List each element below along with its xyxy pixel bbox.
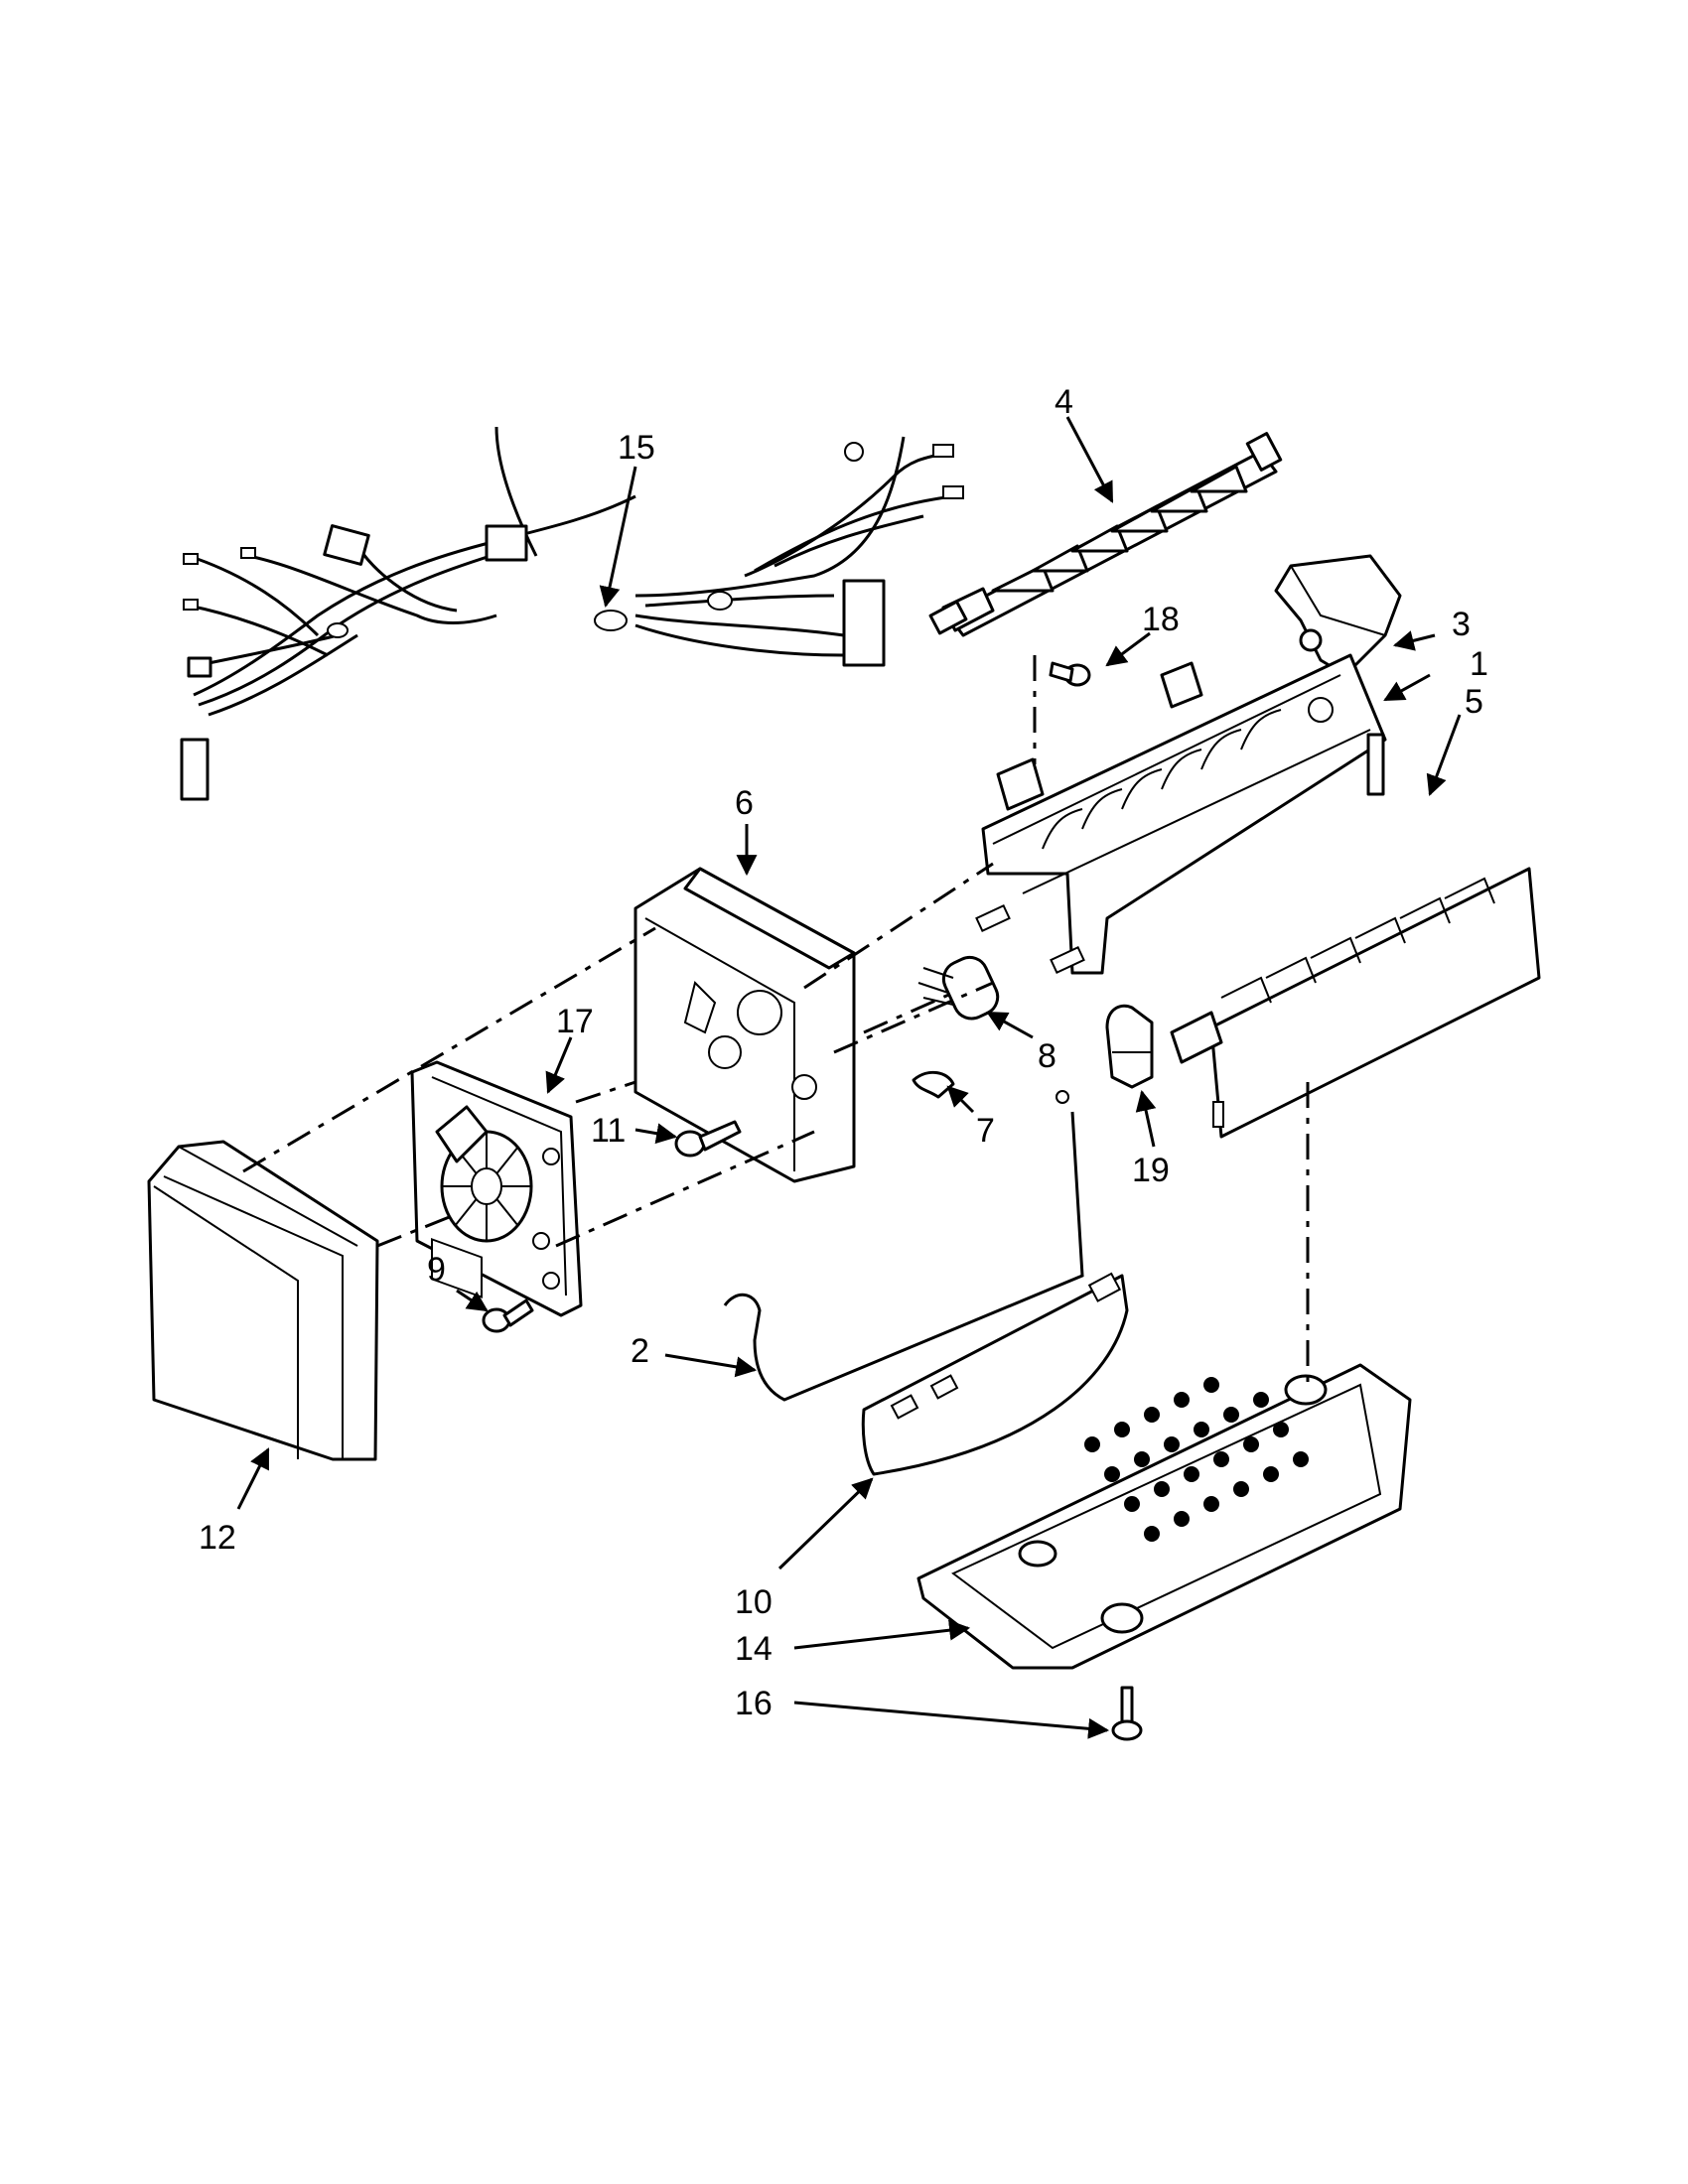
tray-screw-part	[1111, 1686, 1143, 1741]
plate-screw-part	[482, 1298, 534, 1333]
mounting-clip-part	[1105, 1004, 1154, 1089]
wire-harness-part	[180, 426, 964, 801]
callout-19: 19	[1132, 1152, 1170, 1189]
motor-gear-plate-part	[410, 1060, 583, 1317]
callout-12: 12	[199, 1519, 236, 1557]
mold-screw-part	[1049, 661, 1091, 687]
thermostat-part	[917, 903, 1085, 1021]
module-housing-part	[633, 867, 856, 1183]
callout-10: 10	[735, 1583, 773, 1621]
callout-4: 4	[1055, 383, 1073, 421]
alignment-lines	[242, 655, 1310, 1390]
callout-15: 15	[618, 429, 655, 467]
callout-2: 2	[631, 1332, 649, 1370]
callout-3: 3	[1452, 606, 1471, 643]
callout-1: 1	[1470, 645, 1488, 683]
callout-9: 9	[427, 1251, 446, 1289]
base-tray-part	[916, 1363, 1412, 1670]
ice-deflector-part	[861, 1272, 1129, 1476]
callout-5: 5	[1465, 683, 1483, 721]
callout-7: 7	[976, 1112, 995, 1150]
callout-11: 11	[591, 1112, 626, 1150]
callout-18: 18	[1142, 601, 1180, 638]
callout-17: 17	[556, 1003, 594, 1040]
callout-6: 6	[735, 784, 754, 822]
tray-grid	[1084, 1377, 1309, 1542]
ice-mold-part	[981, 653, 1387, 975]
shutoff-arm-part	[723, 1090, 1084, 1402]
stripper-part	[1170, 867, 1541, 1139]
ejector-blade-part	[928, 432, 1283, 637]
mold-cover-part	[1274, 554, 1402, 677]
callout-14: 14	[735, 1630, 773, 1668]
thermostat-clip-part	[912, 1070, 955, 1099]
leader-lines	[236, 416, 1462, 1739]
callout-8: 8	[1038, 1037, 1056, 1075]
callout-labels: 1 2 3 4 5 6 7 8 9 10 11 12 14 15 16 17 1…	[199, 383, 1488, 1722]
callout-16: 16	[735, 1685, 773, 1722]
front-cover-part	[147, 1140, 379, 1461]
